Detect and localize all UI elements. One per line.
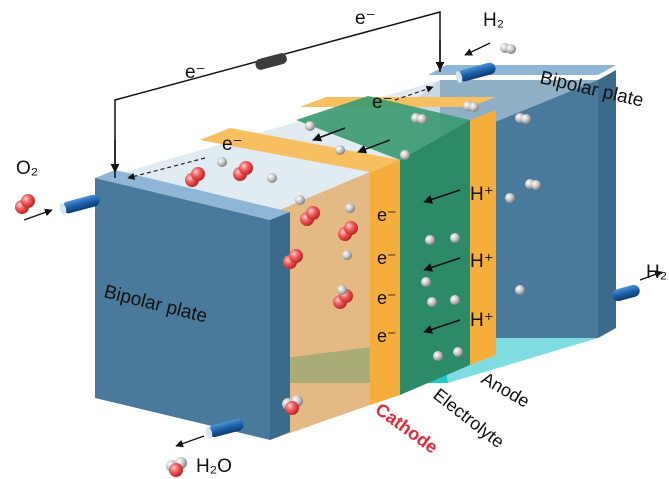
oxygen-atom <box>239 161 253 175</box>
h2o-outlet-pipe <box>205 418 244 439</box>
h2-in-flow-arrow <box>464 42 491 56</box>
proton-arrow-1 <box>312 127 346 142</box>
hydrogen-atom <box>521 114 531 124</box>
electron-label-top: e⁻ <box>355 8 376 29</box>
hydrogen-atom <box>433 351 443 361</box>
hydrogen-atom <box>267 173 277 183</box>
electron-label-left-dashed: e⁻ <box>222 134 243 155</box>
hydrogen-atom <box>469 102 479 112</box>
hydrogen-atom <box>345 203 355 213</box>
proton-arrow-3 <box>423 189 461 204</box>
oxygen-atom <box>191 167 205 181</box>
right-plate-side <box>598 70 616 338</box>
oxygen-atom <box>169 463 183 477</box>
hydrogen-atom <box>425 235 435 245</box>
hydrogen-atom <box>506 44 516 54</box>
hydrogen-atom <box>515 285 525 295</box>
cathode-electron-2: e⁻ <box>377 248 397 268</box>
h2-inlet-label: H₂ <box>483 10 504 31</box>
proton-arrow-5 <box>423 319 461 334</box>
hydrogen-atom <box>427 297 437 307</box>
cathode-layer <box>370 160 400 405</box>
anode-layer <box>470 110 496 365</box>
electron-label-right-dashed: e⁻ <box>372 92 393 113</box>
cathode-electron-1: e⁻ <box>377 205 397 225</box>
h2-outlet-pipe <box>612 284 640 302</box>
resistor <box>255 53 287 70</box>
proton-arrow-2 <box>357 139 391 154</box>
hydrogen-atom <box>505 193 515 203</box>
hydrogen-atom <box>421 277 431 287</box>
cathode-electron-4: e⁻ <box>377 326 397 346</box>
h2o-flow-arrow <box>175 435 205 448</box>
h2-out-flow-arrow <box>639 270 663 281</box>
oxygen-atom <box>344 221 358 235</box>
h2o-outlet-label: H₂O <box>196 456 232 477</box>
anode-label: Anode <box>478 368 533 411</box>
proton-label-3: H⁺ <box>470 310 494 331</box>
hydrogen-atom <box>305 121 315 131</box>
electron-label-wire: e⁻ <box>185 62 206 83</box>
hydrogen-atom <box>450 295 460 305</box>
proton-arrow-4 <box>423 257 461 272</box>
o2-flow-arrow <box>23 208 53 221</box>
oxygen-atom <box>289 249 303 263</box>
left-plate-top <box>95 170 290 220</box>
oxygen-atom <box>306 206 320 220</box>
hydrogen-atom <box>453 347 463 357</box>
oxygen-atom <box>285 401 299 415</box>
hydrogen-atom <box>335 145 345 155</box>
oxygen-atom <box>21 194 35 208</box>
hydrogen-atom <box>531 180 541 190</box>
hydrogen-atom <box>217 157 227 167</box>
hydrogen-atom <box>417 114 427 124</box>
hydrogen-atom <box>295 195 305 205</box>
electrolyte-top <box>296 96 470 160</box>
left-plate-front <box>95 178 270 440</box>
proton-label-2: H⁺ <box>470 251 494 272</box>
hydrogen-atom <box>450 233 460 243</box>
molecules <box>15 43 541 477</box>
proton-label-1: H⁺ <box>470 184 494 205</box>
h2-outlet-label: H₂ <box>646 262 667 283</box>
cathode-top <box>200 128 400 172</box>
electron-dashed-path-left <box>127 157 206 180</box>
hydrogen-atom <box>337 285 347 295</box>
cathode-label: Cathode <box>372 399 442 458</box>
h2-inlet-pipe <box>455 62 496 83</box>
cell-top-glass <box>115 80 598 214</box>
hydrogen-atom <box>342 250 352 260</box>
cathode-electron-3: e⁻ <box>377 288 397 308</box>
hydrogen-atom <box>400 150 410 160</box>
o2-inlet-label: O₂ <box>16 158 38 179</box>
left-plate-side <box>270 212 290 440</box>
electrolyte-layer <box>400 120 470 395</box>
o2-inlet-pipe <box>59 194 100 215</box>
